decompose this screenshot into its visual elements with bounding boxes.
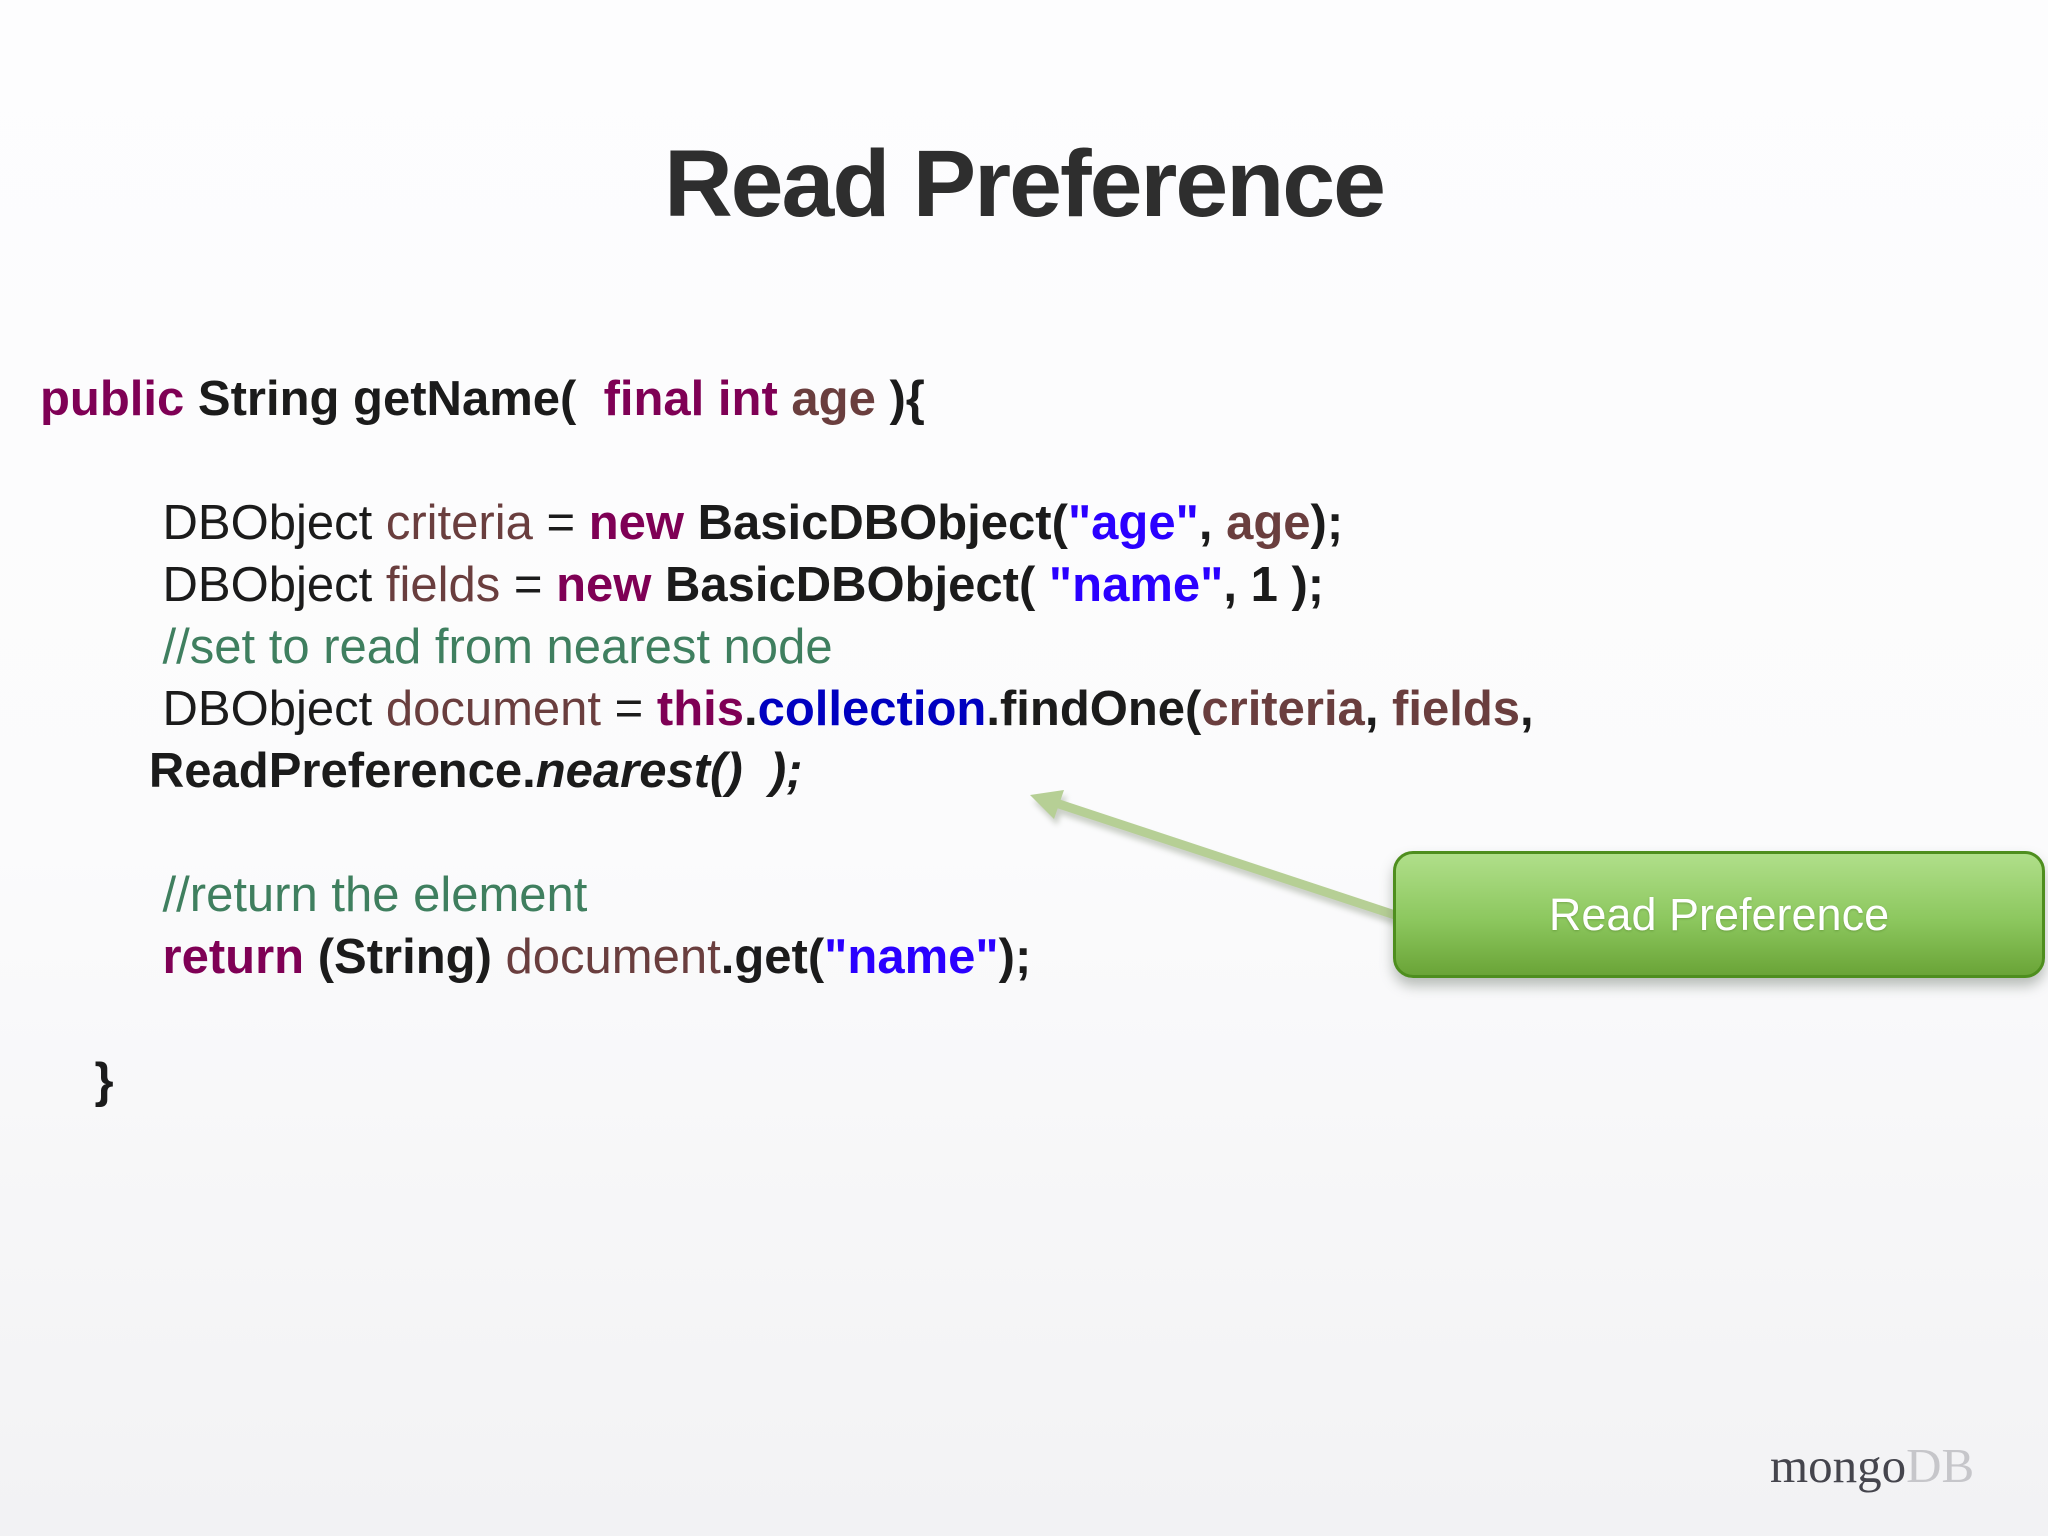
page-title: Read Preference	[664, 131, 1386, 237]
code-block: public String getName( final int age ){ …	[40, 368, 1534, 1112]
logo-text-db: DB	[1906, 1438, 1975, 1493]
code-line: public String getName( final int age ){	[40, 372, 925, 426]
code-line: DBObject fields = new BasicDBObject( "na…	[40, 558, 1325, 612]
callout-arrow-icon	[1030, 790, 1400, 921]
mongodb-logo: mongoDB	[1770, 1437, 1974, 1494]
code-line: return (String) document.get("name");	[162, 930, 1032, 984]
read-preference-callout: Read Preference	[1393, 851, 2045, 978]
code-line: DBObject criteria = new BasicDBObject("a…	[40, 496, 1344, 550]
code-line: //set to read from nearest node	[40, 620, 833, 674]
code-line: DBObject document = this.collection.find…	[40, 682, 1534, 736]
callout-label: Read Preference	[1548, 888, 1890, 940]
code-line: //return the element	[40, 868, 588, 922]
code-line: ReadPreference.nearest() );	[148, 744, 803, 798]
code-line	[40, 430, 1534, 492]
code-line	[40, 988, 1534, 1050]
code-line: }	[40, 1054, 114, 1108]
logo-text-mongo: mongo	[1770, 1438, 1907, 1493]
